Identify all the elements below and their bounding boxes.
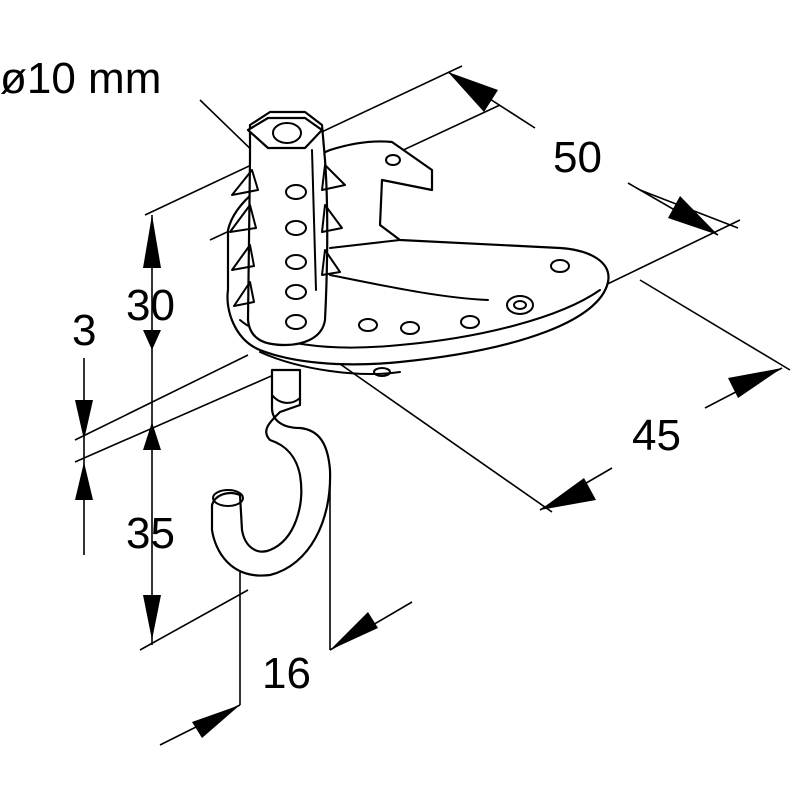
width-label: 50 [553,133,602,182]
dimension-lines [74,65,791,746]
hook-height-label: 35 [126,509,175,558]
diameter-label: ø10 mm [0,54,161,103]
plate-height-label: 30 [126,281,175,330]
depth-label: 45 [632,411,681,460]
ceiling-hook [210,368,332,577]
hook-opening-label: 16 [262,649,311,698]
dimension-arrows [75,72,782,738]
anchor-dowel [229,110,346,347]
thickness-label: 3 [72,306,96,355]
